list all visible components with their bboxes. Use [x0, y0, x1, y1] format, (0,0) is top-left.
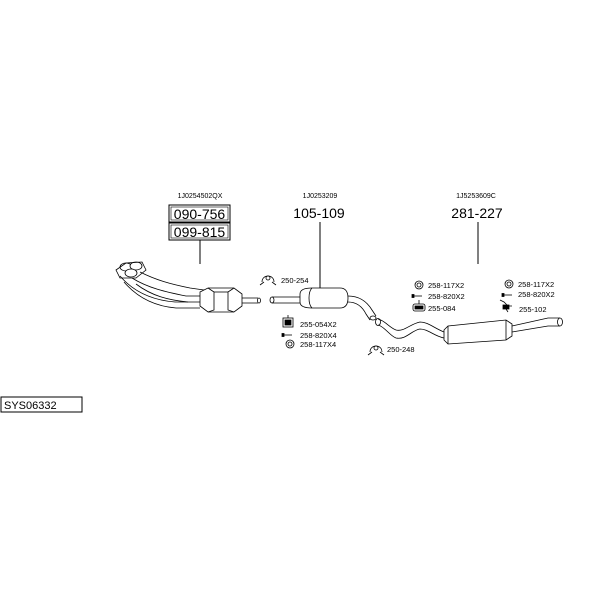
part-group-rear-silencer: 1J5253609C 281-227 — [375, 193, 563, 345]
accessory-hanger[interactable]: 255-102 — [499, 299, 547, 314]
accessory-code: 250-254 — [281, 276, 309, 285]
gasket-icon — [285, 339, 295, 349]
accessory-code: 255-102 — [519, 305, 547, 314]
accessory-bracket[interactable]: 255-054X2 — [282, 315, 337, 329]
accessory-code: 250-248 — [387, 345, 415, 354]
system-code: SYS06332 — [4, 400, 57, 412]
oem-number: 1J0253209 — [303, 193, 338, 200]
accessory-code: 258-117X2 — [518, 280, 554, 289]
clamp-icon — [259, 275, 277, 286]
bolt-icon — [501, 293, 512, 297]
front-pipe-catalyst-drawing[interactable] — [115, 261, 261, 313]
gasket-icon — [504, 279, 514, 289]
accessory-gasket[interactable]: 258-117X2 — [504, 279, 554, 289]
hanger-icon — [412, 300, 426, 312]
center-silencer-drawing[interactable] — [269, 287, 377, 321]
clamp-icon — [367, 345, 385, 356]
gasket-icon — [414, 280, 424, 290]
hanger-icon — [499, 299, 512, 313]
accessory-code: 258-820X2 — [518, 290, 555, 299]
accessory-bolt[interactable]: 258-820X2 — [411, 292, 465, 301]
part-number: 099-815 — [174, 224, 226, 240]
rear-silencer-drawing[interactable] — [375, 317, 563, 345]
part-number[interactable]: 105-109 — [293, 205, 345, 221]
accessory-code: 255-084 — [428, 304, 456, 313]
part-number-box[interactable]: 099-815 — [168, 222, 231, 241]
accessory-code: 258-117X4 — [300, 340, 336, 349]
part-number: 090-756 — [174, 206, 226, 222]
accessory-gasket[interactable]: 258-117X2 — [414, 280, 464, 290]
part-number[interactable]: 281-227 — [451, 205, 503, 221]
accessory-clamp[interactable]: 250-248 — [367, 345, 415, 356]
accessory-code: 255-054X2 — [300, 320, 337, 329]
system-code-box: SYS06332 — [0, 396, 83, 413]
bracket-icon — [282, 315, 294, 328]
accessory-code: 258-820X2 — [428, 292, 465, 301]
accessory-code: 258-117X2 — [428, 281, 464, 290]
oem-number: 1J0254502QX — [178, 193, 223, 200]
part-group-front-pipe: 1J0254502QX 090-756 099-815 — [115, 193, 261, 313]
accessory-code: 258-820X4 — [300, 331, 337, 340]
accessory-clamp[interactable]: 250-254 — [259, 275, 309, 286]
accessory-bolt[interactable]: 258-820X4 — [281, 331, 337, 340]
part-group-center-silencer: 1J0253209 105-109 — [269, 193, 377, 321]
bolt-icon — [281, 333, 292, 337]
accessory-hanger[interactable]: 255-084 — [412, 300, 456, 313]
part-number-box[interactable]: 090-756 — [168, 204, 231, 223]
bolt-icon — [411, 294, 422, 298]
oem-number: 1J5253609C — [456, 193, 496, 200]
accessory-bolt[interactable]: 258-820X2 — [501, 290, 555, 299]
accessory-gasket[interactable]: 258-117X4 — [285, 339, 336, 349]
